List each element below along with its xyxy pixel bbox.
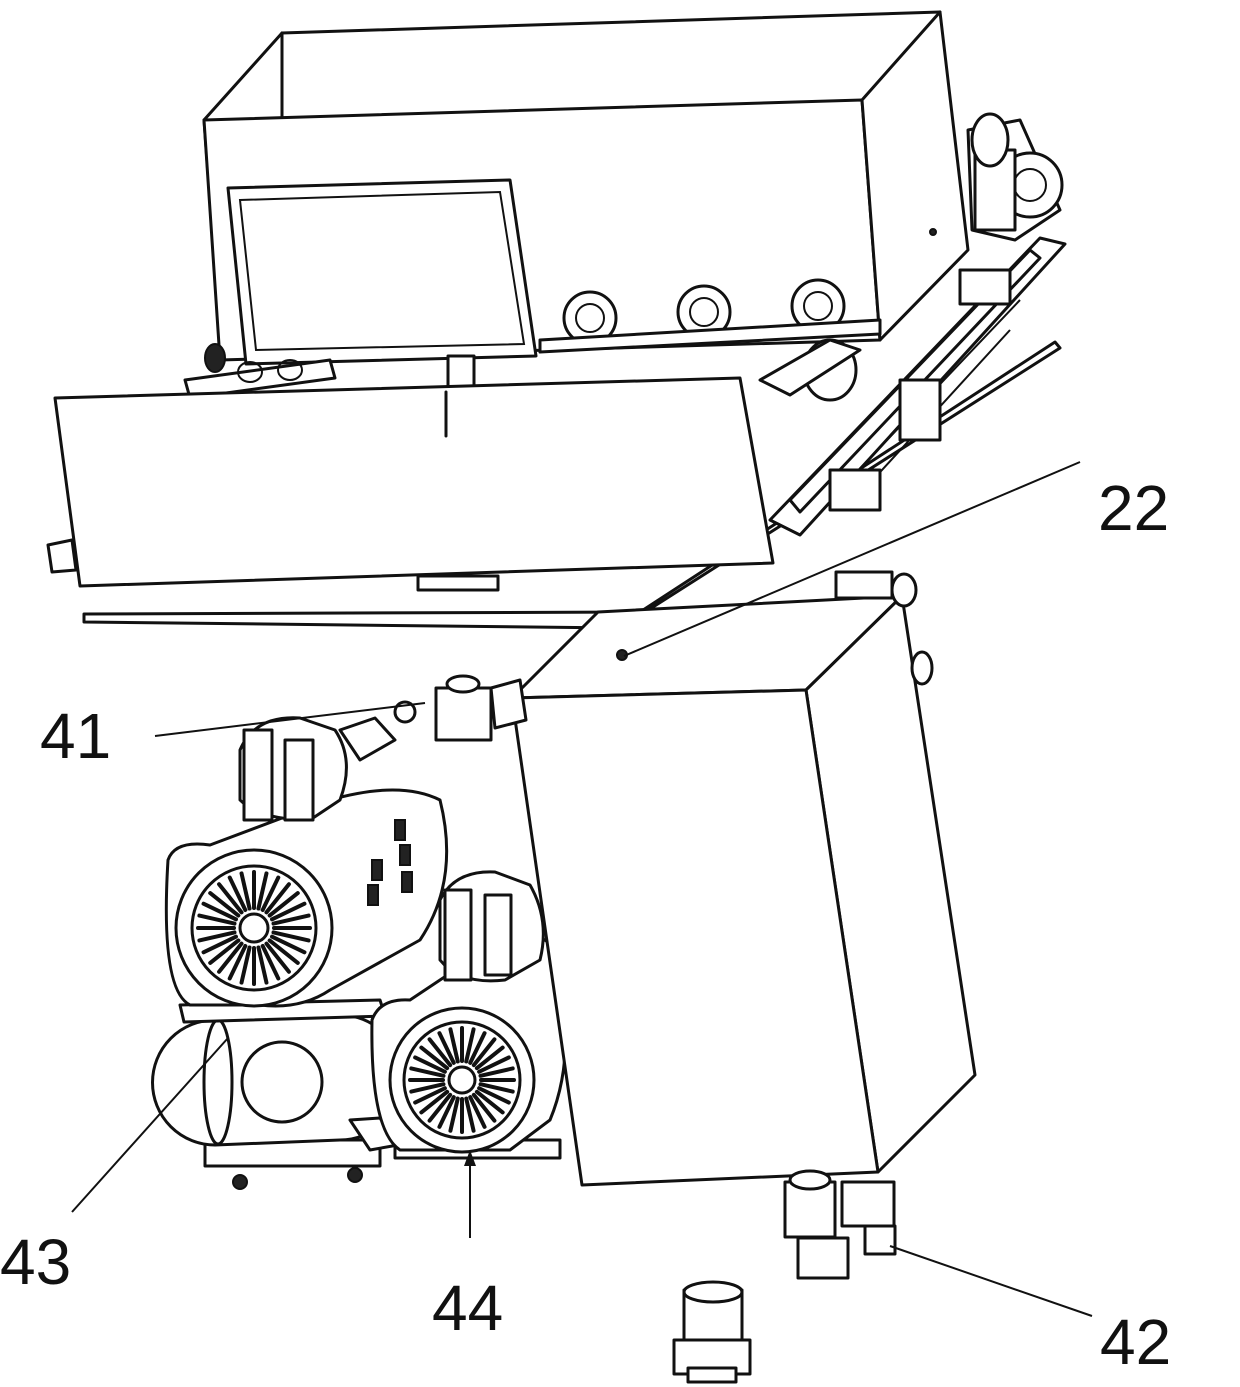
fitting [674,1282,750,1382]
valve-42 [785,1171,895,1278]
leader-42 [890,1246,1092,1316]
lower-assembly [153,572,976,1382]
valve-41 [436,676,526,740]
top-motor [968,114,1062,240]
label-41: 41 [40,704,111,768]
tank-43 [153,1015,403,1189]
label-22: 22 [1098,476,1169,540]
cabinet [512,572,975,1185]
upper-assembly [48,12,1065,628]
label-44: 44 [432,1276,503,1340]
label-43: 43 [0,1230,71,1294]
motor-upper [166,702,446,1022]
label-42: 42 [1100,1310,1171,1374]
